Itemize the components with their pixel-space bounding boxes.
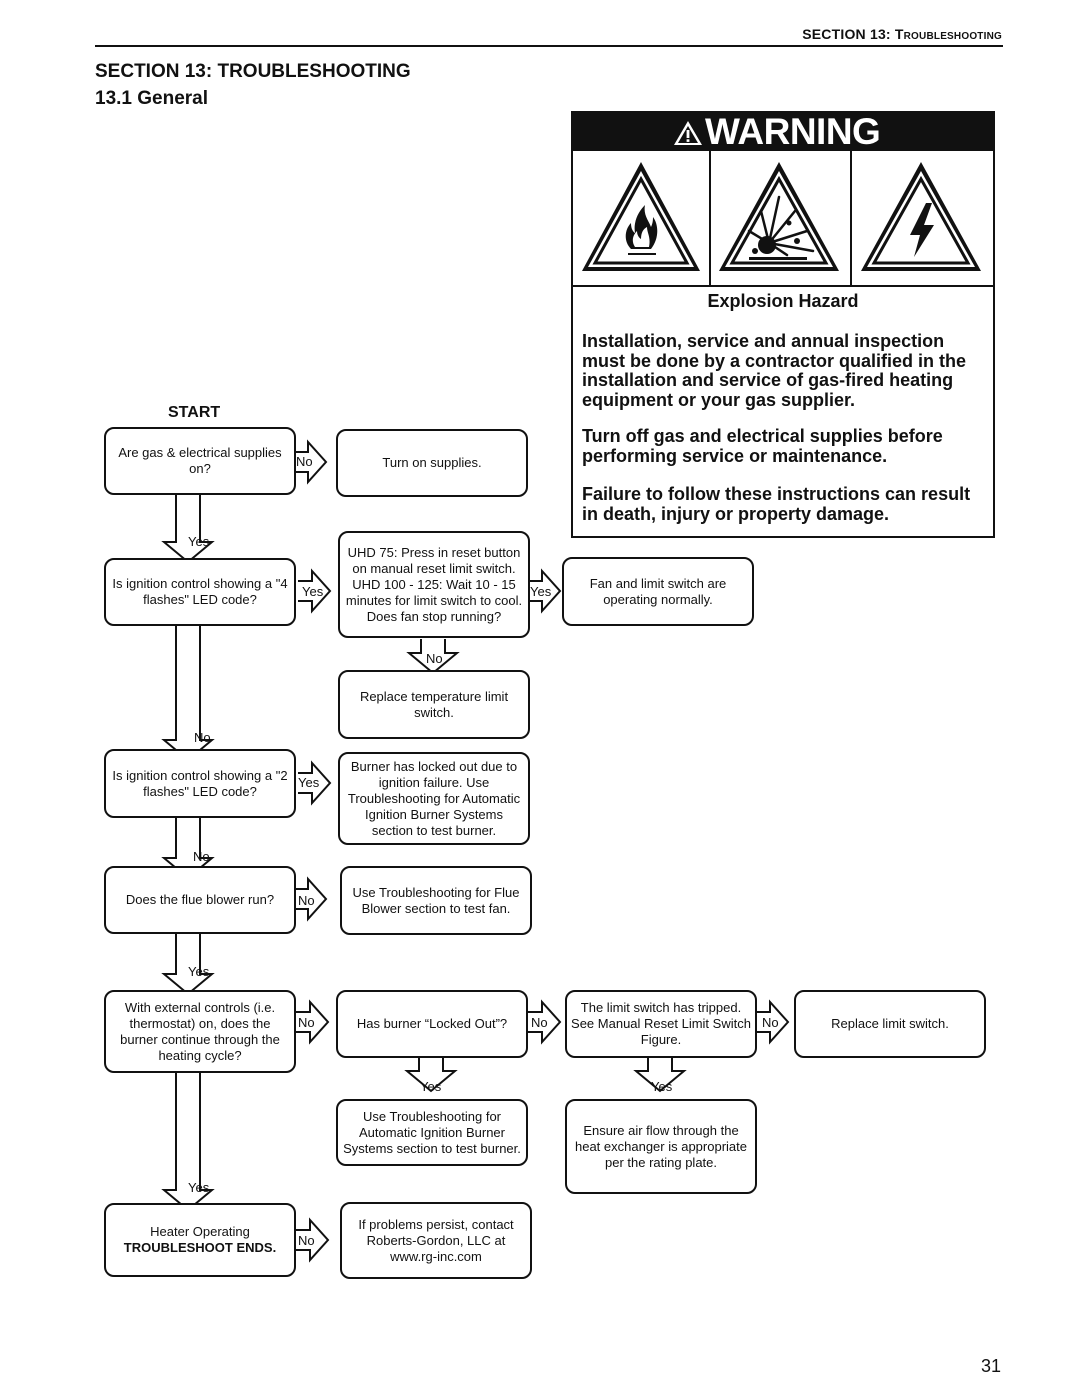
warning-triangle-icon — [674, 121, 702, 145]
fire-hazard-icon — [573, 151, 711, 285]
question-flue-blower-run: Does the flue blower run? — [104, 866, 296, 934]
troubleshoot-ends-text: TROUBLESHOOT ENDS. — [123, 1240, 277, 1255]
page-number: 31 — [980, 1356, 1001, 1376]
question-4-flashes: Is ignition control showing a "4 flashes… — [104, 558, 296, 626]
result-fan-limit-normal: Fan and limit switch are operating norma… — [562, 557, 754, 626]
label-no: No — [296, 454, 313, 469]
warning-label: WARNING — [705, 111, 881, 152]
result-limit-switch-tripped: The limit switch has tripped. See Manual… — [565, 990, 757, 1058]
label-no: No — [193, 849, 210, 864]
label-yes: Yes — [420, 1079, 442, 1094]
warning-paragraph-1: Installation, service and annual inspect… — [582, 331, 967, 410]
label-yes: Yes — [530, 584, 552, 599]
flowchart-start-label: START — [168, 404, 221, 421]
action-ensure-air-flow: Ensure air flow through the heat exchang… — [565, 1099, 757, 1194]
action-flue-blower-troubleshooting: Use Troubleshooting for Flue Blower sect… — [340, 866, 532, 935]
warning-paragraph-2: Turn off gas and electrical supplies bef… — [582, 426, 943, 466]
action-ignition-failure: Burner has locked out due to ignition fa… — [338, 752, 530, 845]
warning-box: WARNING — [571, 111, 995, 538]
action-automatic-ignition-troubleshooting: Use Troubleshooting for Automatic Igniti… — [336, 1099, 528, 1166]
question-burner-locked-out: Has burner “Locked Out”? — [336, 990, 528, 1058]
label-no: No — [194, 730, 211, 745]
heater-operating-text: Heater Operating — [150, 1224, 250, 1239]
question-burner-continue: With external controls (i.e. thermostat)… — [104, 990, 296, 1073]
running-header: SECTION 13: TROUBLESHOOTING — [802, 26, 1002, 42]
label-no: No — [531, 1015, 548, 1030]
label-yes: Yes — [188, 534, 210, 549]
label-yes: Yes — [651, 1079, 673, 1094]
label-yes: Yes — [298, 775, 320, 790]
action-contact-roberts-gordon: If problems persist, contact Roberts-Gor… — [340, 1202, 532, 1279]
label-no: No — [298, 893, 315, 908]
warning-banner: WARNING — [573, 111, 993, 152]
question-2-flashes: Is ignition control showing a "2 flashes… — [104, 749, 296, 818]
hazard-pictograms — [573, 151, 993, 287]
warning-paragraph-3: Failure to follow these instructions can… — [582, 484, 971, 524]
question-supplies-on: Are gas & electrical supplies on? — [104, 427, 296, 495]
label-no: No — [762, 1015, 779, 1030]
action-turn-on-supplies: Turn on supplies. — [336, 429, 528, 497]
header-rule — [95, 45, 1003, 47]
label-no: No — [426, 651, 443, 666]
hazard-title: Explosion Hazard — [707, 291, 859, 311]
label-yes: Yes — [302, 584, 324, 599]
section-subtitle: 13.1 General — [95, 88, 209, 109]
action-replace-limit-switch: Replace limit switch. — [794, 990, 986, 1058]
explosion-hazard-icon — [709, 151, 852, 285]
electrical-hazard-icon — [850, 151, 993, 285]
label-no: No — [298, 1233, 315, 1248]
terminal-heater-operating: Heater Operating TROUBLESHOOT ENDS. — [104, 1203, 296, 1277]
label-no: No — [298, 1015, 315, 1030]
action-replace-temperature-limit: Replace temperature limit switch. — [338, 670, 530, 739]
label-yes: Yes — [188, 1180, 210, 1195]
section-title: SECTION 13: TROUBLESHOOTING — [95, 61, 411, 82]
action-reset-limit-switch: UHD 75: Press in reset button on manual … — [338, 531, 530, 638]
label-yes: Yes — [188, 964, 210, 979]
